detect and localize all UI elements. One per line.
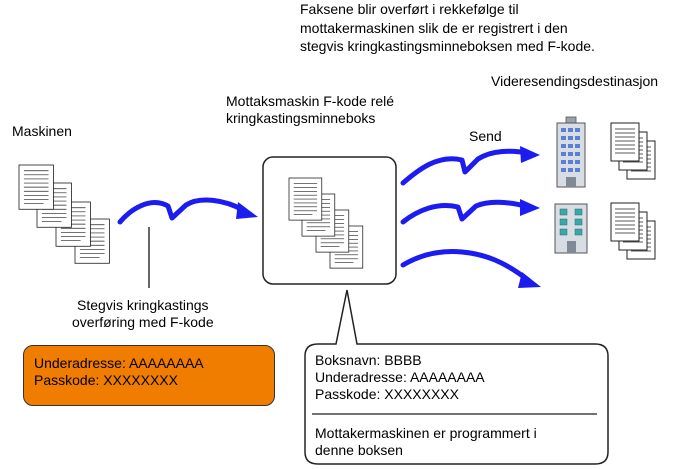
send-label: Send xyxy=(469,128,502,144)
relay-box-label: Mottaksmaskin F-kode relé kringkastingsm… xyxy=(226,93,394,127)
transfer-note-line: Faksene blir overført i rekkefølge til xyxy=(300,1,519,17)
machine-label: Maskinen xyxy=(12,123,72,139)
relay-box-label-line: kringkastingsminneboks xyxy=(226,110,376,126)
arrow-icon xyxy=(400,249,531,283)
office-building-icon xyxy=(556,116,586,188)
document-stack-icon xyxy=(18,164,110,264)
relay-subaddress: Underadresse: AAAAAAAA xyxy=(315,369,485,385)
office-building-icon xyxy=(554,203,588,254)
transfer-note: Faksene blir overført i rekkefølge til m… xyxy=(300,0,595,56)
relay-info-callout xyxy=(304,289,609,465)
relay-note-line: denne boksen xyxy=(315,442,403,458)
arrow-icon xyxy=(400,148,531,186)
arrow-icon xyxy=(400,199,531,225)
stepwise-label-line: overføring med F-kode xyxy=(72,314,214,330)
sender-passcode: Passkode: XXXXXXXX xyxy=(34,372,178,388)
relay-passcode: Passkode: XXXXXXXX xyxy=(315,386,459,402)
destination-label: Videresendingsdestinasjon xyxy=(491,73,659,89)
relay-note-line: Mottakermaskinen er programmert i xyxy=(315,425,537,441)
relay-programmed-note: Mottakermaskinen er programmert i denne … xyxy=(315,425,537,459)
sender-settings-box: Underadresse: AAAAAAAA Passkode: XXXXXXX… xyxy=(23,345,275,406)
sender-subaddress: Underadresse: AAAAAAAA xyxy=(34,355,204,371)
transfer-note-line: stegvis kringkastingsminneboksen med F-k… xyxy=(300,38,595,54)
memory-box-icon xyxy=(262,156,397,285)
relay-box-name: Boksnavn: BBBB xyxy=(315,352,422,368)
transfer-note-line: mottakermaskinen slik de er registrert i… xyxy=(300,19,568,36)
stepwise-transmission-label: Stegvis kringkastings overføring med F-k… xyxy=(72,297,214,331)
document-stack-icon xyxy=(610,122,656,180)
relay-box-settings: Boksnavn: BBBB Underadresse: AAAAAAAA Pa… xyxy=(315,352,485,403)
stepwise-label-line: Stegvis kringkastings xyxy=(77,297,209,313)
relay-box-label-line: Mottaksmaskin F-kode relé xyxy=(226,93,395,109)
arrow-icon xyxy=(117,197,246,225)
document-stack-icon xyxy=(610,202,656,260)
